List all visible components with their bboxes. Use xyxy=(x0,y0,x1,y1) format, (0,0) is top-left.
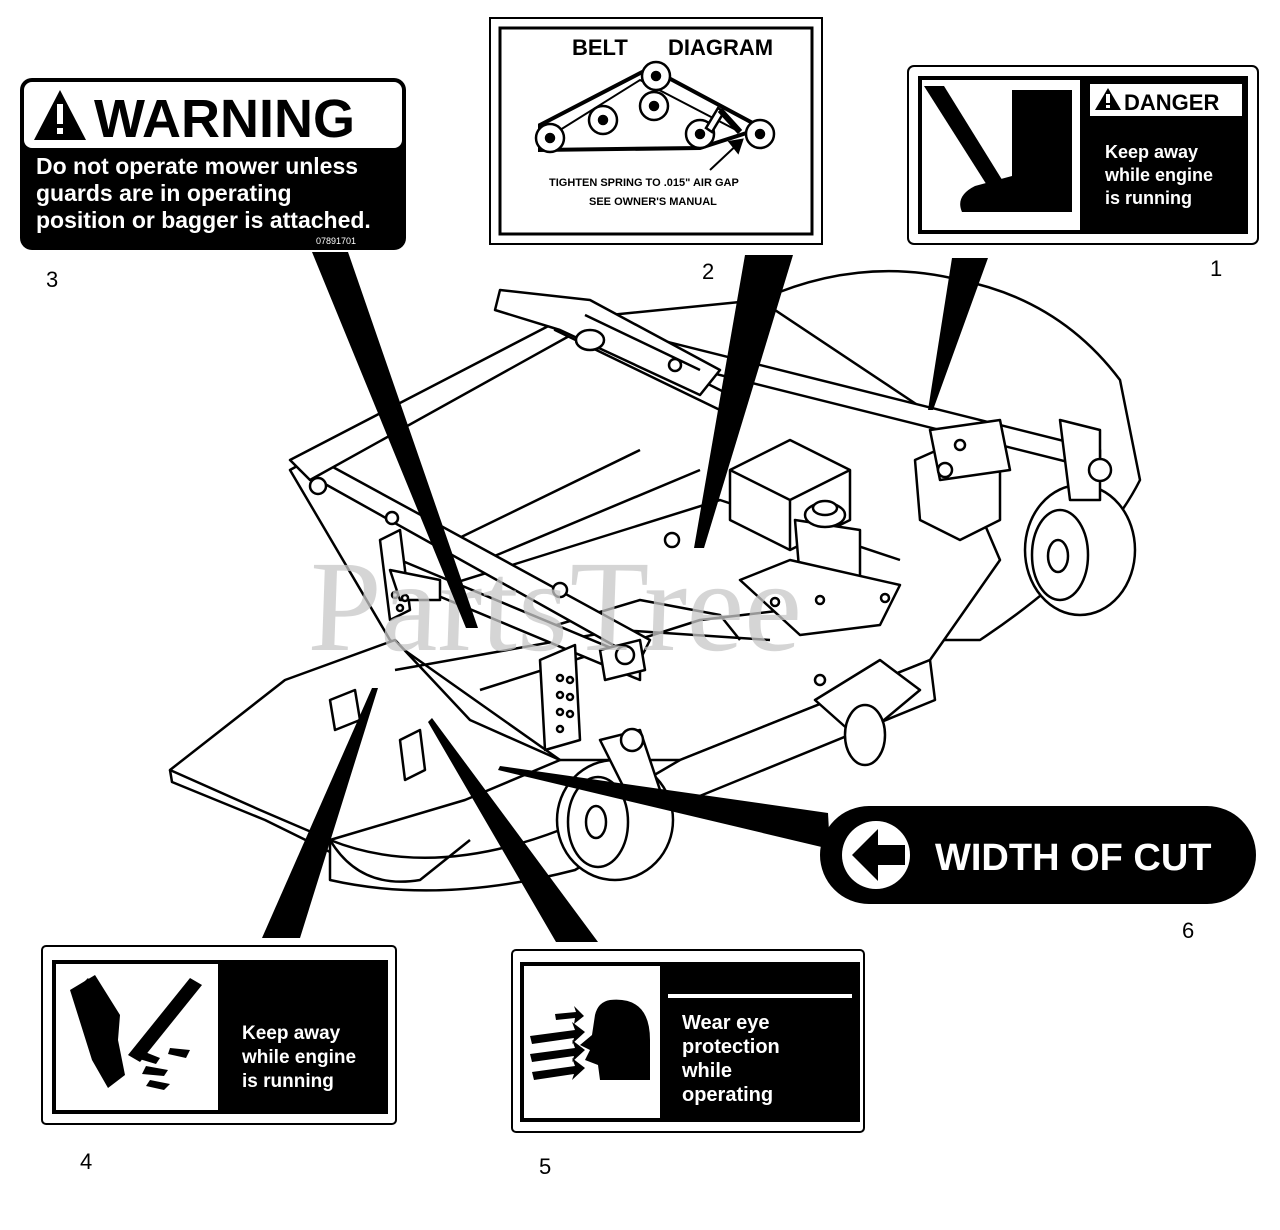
watermark-text: PartsTree xyxy=(306,535,804,679)
callout-number-4: 4 xyxy=(80,1149,92,1174)
eye-line-4: operating xyxy=(682,1084,773,1106)
width-of-cut-decal: WIDTH OF CUT xyxy=(820,806,1256,904)
belt-instruction-2: SEE OWNER'S MANUAL xyxy=(589,196,717,208)
warning-line-1: Do not operate mower unless xyxy=(36,153,358,179)
hand-line-3: is running xyxy=(242,1071,334,1092)
arrow-left-icon xyxy=(842,821,910,889)
warning-line-2: guards are in operating xyxy=(36,180,292,206)
warning-code: 07891701 xyxy=(316,236,356,246)
leader-5 xyxy=(428,718,598,942)
callout-number-2: 2 xyxy=(702,259,714,284)
eye-protection-decal: Wear eye protection while operating xyxy=(511,949,865,1133)
belt-routing-icon xyxy=(534,60,776,171)
warning-heading: WARNING xyxy=(94,89,355,149)
warning-triangle-icon xyxy=(34,90,86,140)
danger-line-1: Keep away xyxy=(1105,142,1198,162)
leader-2 xyxy=(694,255,793,548)
hand-line-2: while engine xyxy=(241,1047,356,1068)
boot-icon xyxy=(924,86,1072,212)
callout-number-1: 1 xyxy=(1210,256,1222,281)
leader-1 xyxy=(928,258,988,410)
warning-decal: WARNING Do not operate mower unless guar… xyxy=(20,78,406,250)
leader-4 xyxy=(262,688,378,938)
face-debris-icon xyxy=(530,999,650,1080)
callout-number-6: 6 xyxy=(1182,918,1194,943)
eye-line-3: while xyxy=(681,1060,732,1082)
warning-line-3: position or bagger is attached. xyxy=(36,207,371,233)
leader-3 xyxy=(312,252,478,628)
danger-heading: DANGER xyxy=(1124,90,1219,115)
mower-deck-drawing xyxy=(168,269,1142,892)
width-of-cut-text: WIDTH OF CUT xyxy=(935,837,1212,879)
belt-title-right: DIAGRAM xyxy=(668,35,773,60)
eye-line-1: Wear eye xyxy=(682,1012,769,1034)
leader-lines xyxy=(262,252,988,942)
belt-diagram-decal: BELT DIAGRAM TIGHTEN SPRING TO .015" AIR… xyxy=(489,17,823,245)
hand-decal: Keep away while engine is running xyxy=(41,945,397,1125)
eye-line-2: protection xyxy=(682,1036,780,1058)
leader-6 xyxy=(498,766,830,849)
hand-line-1: Keep away xyxy=(242,1023,341,1044)
belt-instruction-1: TIGHTEN SPRING TO .015" AIR GAP xyxy=(549,177,739,189)
danger-decal: DANGER Keep away while engine is running xyxy=(907,65,1259,245)
danger-line-3: is running xyxy=(1105,188,1192,208)
belt-title-left: BELT xyxy=(572,35,628,60)
danger-triangle-icon xyxy=(1095,88,1121,110)
danger-line-2: while engine xyxy=(1104,165,1213,185)
callout-number-5: 5 xyxy=(539,1154,551,1179)
callout-number-3: 3 xyxy=(46,267,58,292)
hand-blade-icon xyxy=(70,975,202,1090)
